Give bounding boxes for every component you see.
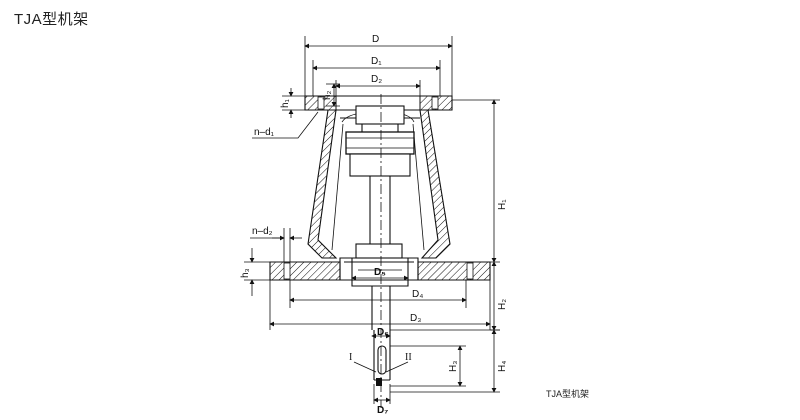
label-h2: h₂ [322, 90, 333, 100]
label-n-d2: n–d₂ [252, 226, 273, 237]
label-D: D [372, 34, 379, 45]
label-D4: D₄ [412, 289, 423, 300]
dimension-lines [244, 36, 500, 408]
main-shaft [351, 176, 409, 386]
drawing-caption: TJA型机架 [546, 389, 590, 399]
label-H3: H₃ [448, 361, 459, 372]
label-D5: D₅ [374, 267, 386, 278]
label-h3: h₃ [240, 268, 251, 278]
label-n-d1: n–d₁ [254, 127, 275, 138]
housing-shell [307, 109, 451, 259]
label-H2: H₂ [497, 299, 508, 310]
label-h1: h₁ [280, 98, 291, 108]
label-D7: D₇ [377, 405, 388, 416]
label-section-I: I [349, 352, 352, 363]
bottom-flange [269, 257, 491, 281]
coupling [345, 105, 415, 177]
label-D1: D₁ [371, 56, 382, 67]
label-section-II: II [405, 352, 412, 363]
label-D3: D₃ [410, 313, 421, 324]
drawing-title: TJA型机架 [14, 11, 89, 28]
label-H4: H₄ [497, 361, 508, 372]
label-D2: D₂ [371, 74, 382, 85]
label-H1: H₁ [497, 199, 508, 210]
label-D6: D₆ [377, 327, 389, 338]
